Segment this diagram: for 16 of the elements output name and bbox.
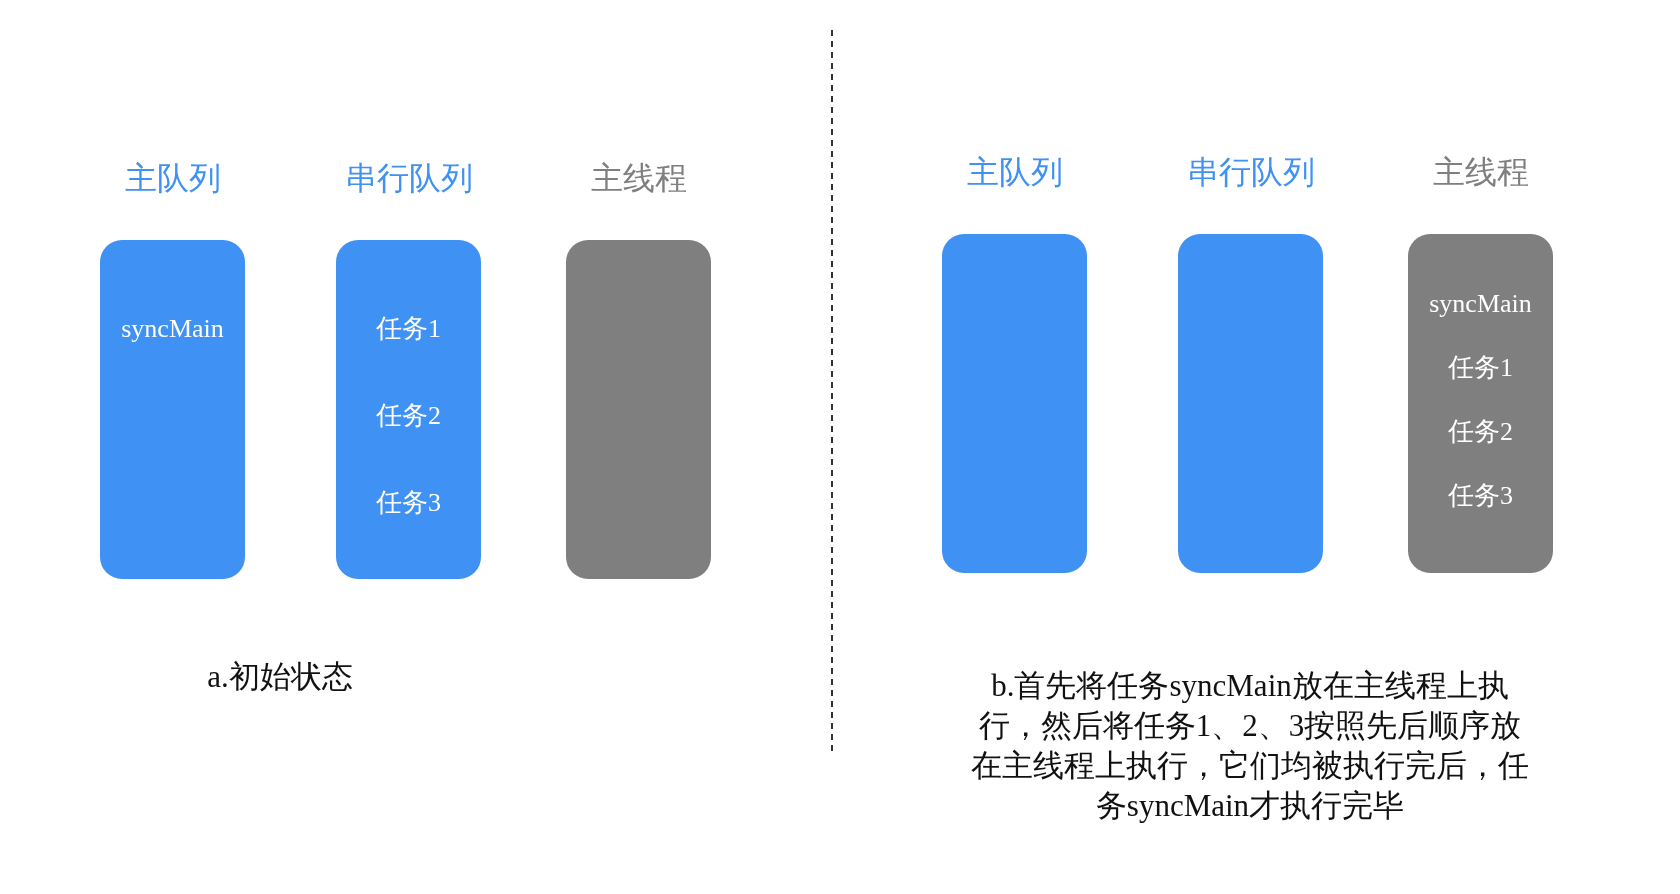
task-label: syncMain xyxy=(121,314,224,344)
column-heading: 串行队列 xyxy=(1185,153,1316,192)
task-label: 任务1 xyxy=(1448,353,1513,383)
task-label: 任务2 xyxy=(1448,417,1513,447)
column-heading: 串行队列 xyxy=(343,159,474,198)
column-heading: 主线程 xyxy=(1431,153,1530,192)
task-label: 任务3 xyxy=(1448,481,1513,511)
column-heading: 主线程 xyxy=(589,159,688,198)
task-label: 任务1 xyxy=(376,314,441,344)
column-heading: 主队列 xyxy=(965,153,1064,192)
caption: a.初始状态 xyxy=(206,658,354,696)
caption: b.首先将任务syncMain放在主线程上执行，然后将任务1、2、3按照先后顺序放在主线程上执行，它们均被执行完后，任务syncMain才执行完毕 xyxy=(970,667,1530,825)
task-label: 任务3 xyxy=(376,488,441,518)
task-label: 任务2 xyxy=(376,401,441,431)
task-label: syncMain xyxy=(1429,289,1532,319)
column-heading: 主队列 xyxy=(123,159,222,198)
